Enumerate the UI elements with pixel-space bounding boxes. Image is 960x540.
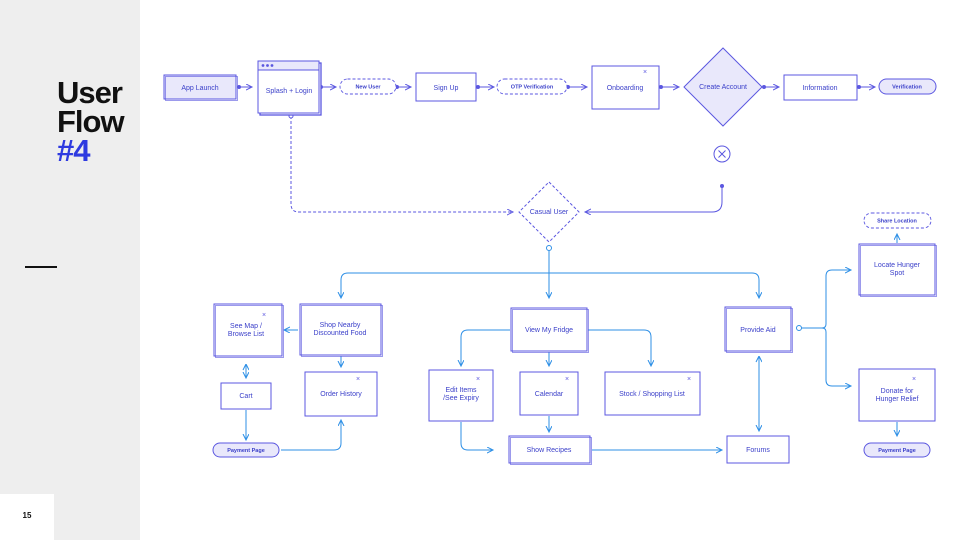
node-edit-items[interactable]: × Edit Items /See Expiry [428,369,494,422]
cart-label: Cart [239,393,252,400]
window-dot-icon [266,64,269,67]
node-payment-page-right[interactable]: Payment Page [863,442,931,458]
app-launch-label: App Launch [181,85,218,92]
node-otp-verification[interactable]: OTP Verification [496,78,568,95]
see-map-label-line2: Browse List [228,331,264,338]
close-icon: × [476,376,480,383]
information-label: Information [802,85,837,92]
stock-shopping-label: Stock / Shopping List [619,391,685,398]
view-my-fridge-label: View My Fridge [525,327,573,334]
verification-label: Verification [892,85,922,91]
payment-page-right-label: Payment Page [878,448,916,454]
calendar-label: Calendar [535,391,564,398]
close-icon: × [356,376,360,383]
title-line-flow: Flow [57,104,125,139]
sidebar-panel [0,0,140,540]
window-dot-icon [270,64,274,67]
onboarding-label: Onboarding [607,85,644,92]
decorative-dash [25,266,57,268]
close-icon: × [912,376,916,383]
title-line-user: User [57,75,123,110]
close-icon: × [565,376,569,383]
node-app-launch[interactable]: App Launch [163,74,238,101]
show-recipes-label: Show Recipes [527,447,572,454]
share-location-label: Share Location [877,219,917,225]
sign-up-label: Sign Up [434,85,459,92]
order-history-label: Order History [320,391,362,398]
close-icon: × [643,69,647,76]
provide-aid-label: Provide Aid [740,327,776,334]
node-see-map[interactable]: × See Map / Browse List [213,303,284,358]
splash-login-label: Splash + Login [266,88,313,95]
node-shop-nearby[interactable]: Shop Nearby Discounted Food [299,303,383,357]
create-account-label: Create Account [699,84,747,91]
forums-label: Forums [746,447,770,454]
node-sign-up[interactable]: Sign Up [415,72,477,102]
node-share-location[interactable]: Share Location [863,212,932,229]
node-view-my-fridge[interactable]: View My Fridge [510,307,589,353]
shop-nearby-label-line2: Discounted Food [314,330,367,337]
close-icon: × [687,376,691,383]
donate-label-line1: Donate for [881,388,914,395]
node-verification[interactable]: Verification [878,78,937,95]
donate-label-line2: Hunger Relief [876,396,919,403]
page-number: 15 [22,511,32,520]
node-casual-user[interactable]: Casual User [518,181,580,243]
node-new-user[interactable]: New User [339,78,397,95]
edit-items-label-line2: /See Expiry [443,395,479,402]
bottom-connectors [246,234,897,450]
node-donate[interactable]: × Donate for Hunger Relief [858,368,936,422]
node-create-account[interactable]: Create Account [683,47,763,127]
node-forums[interactable]: Forums [726,435,790,464]
new-user-label: New User [355,85,381,91]
node-splash-login[interactable]: Splash + Login [257,60,322,116]
node-cart[interactable]: Cart [220,382,272,410]
node-provide-aid[interactable]: Provide Aid [724,306,793,353]
window-dot-icon [261,64,265,67]
node-stock-shopping[interactable]: × Stock / Shopping List [604,371,701,416]
edit-items-label-line1: Edit Items [445,387,477,394]
locate-hunger-label-line2: Spot [890,270,904,277]
page-number-box [0,494,54,540]
see-map-label-line1: See Map / [230,323,262,330]
otp-verification-label: OTP Verification [511,85,554,91]
title-line-number: #4 [57,133,90,168]
payment-page-left-label: Payment Page [227,448,265,454]
node-information[interactable]: Information [783,74,858,101]
close-icon: × [262,312,266,319]
node-payment-page-left[interactable]: Payment Page [212,442,280,458]
node-locate-hunger[interactable]: Locate Hunger Spot [858,243,937,297]
cancel-circle-icon[interactable] [713,145,731,163]
node-show-recipes[interactable]: Show Recipes [508,435,592,465]
slide-title: User Flow #4 [57,75,125,168]
shop-nearby-label-line1: Shop Nearby [320,322,361,329]
locate-hunger-label-line1: Locate Hunger [874,262,921,269]
node-order-history[interactable]: × Order History [304,371,378,417]
node-calendar[interactable]: × Calendar [519,371,579,416]
casual-user-label: Casual User [530,209,569,216]
node-onboarding[interactable]: × Onboarding [591,65,660,110]
